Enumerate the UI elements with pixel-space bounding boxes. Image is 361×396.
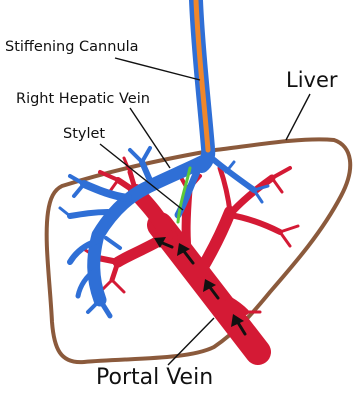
leader-right-hepatic-vein	[130, 108, 170, 168]
label-stylet: Stylet	[63, 127, 105, 142]
label-stiffening-cannula: Stiffening Cannula	[5, 40, 139, 55]
leader-liver	[286, 94, 310, 140]
leader-cannula	[115, 58, 200, 80]
label-liver: Liver	[286, 70, 338, 91]
leader-portal-vein	[168, 318, 214, 365]
label-right-hepatic-vein: Right Hepatic Vein	[16, 92, 150, 107]
label-portal-vein: Portal Vein	[96, 367, 213, 389]
